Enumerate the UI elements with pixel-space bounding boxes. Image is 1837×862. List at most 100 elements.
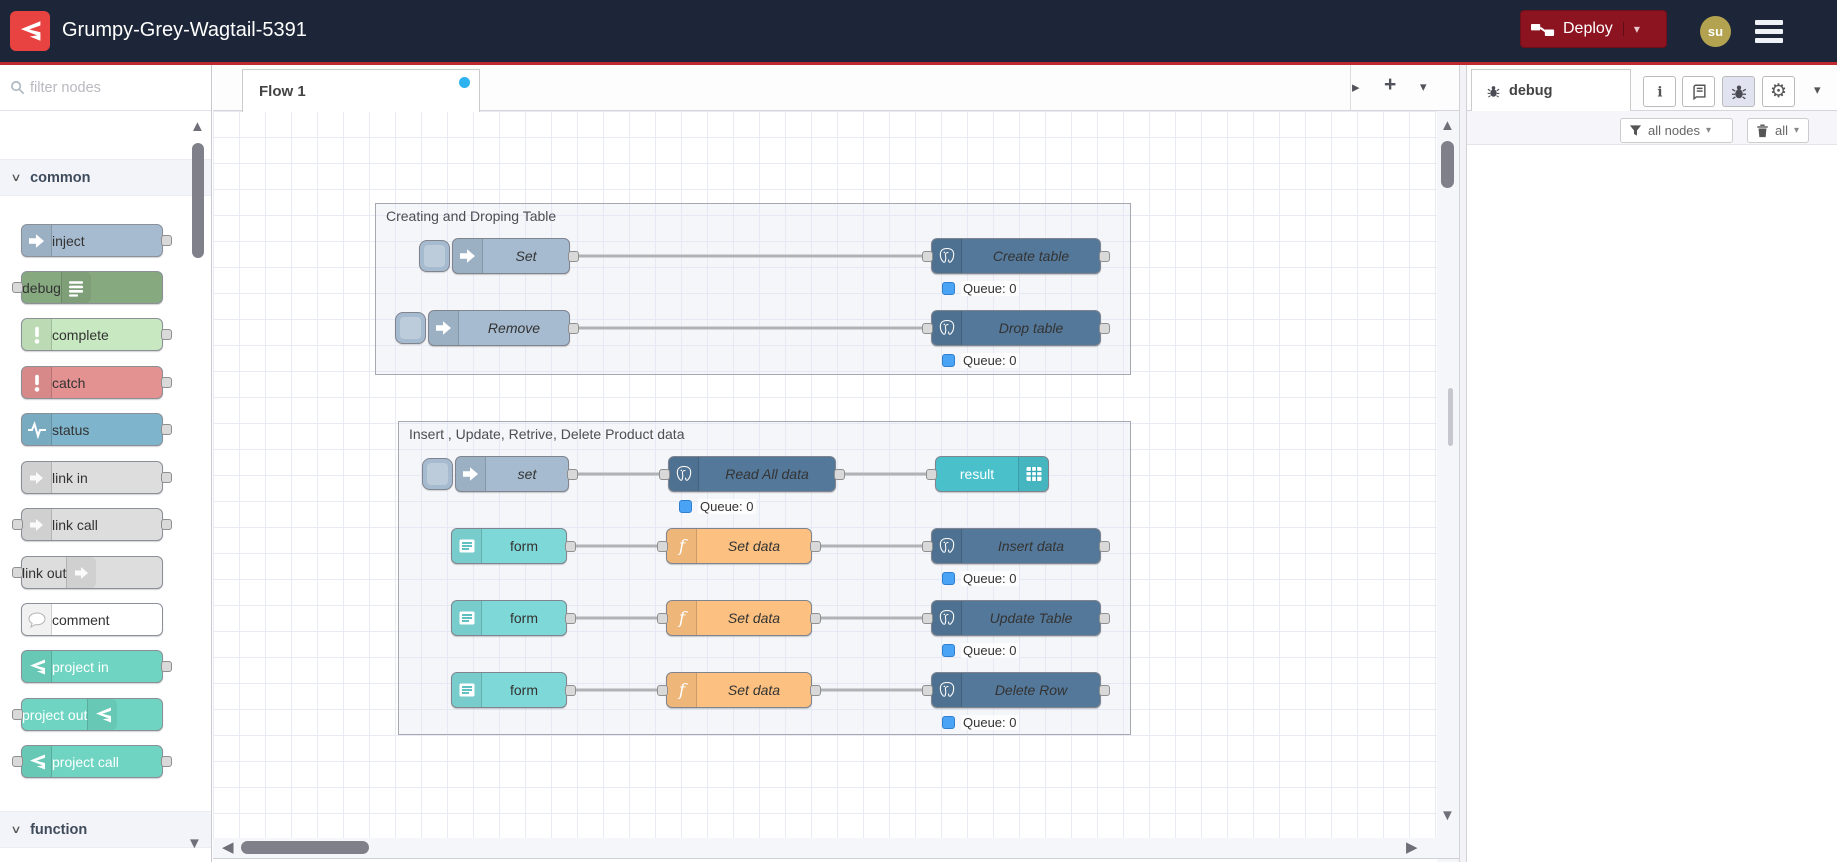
- flow-node-form[interactable]: form: [451, 672, 576, 708]
- output-port[interactable]: [161, 424, 172, 435]
- input-port[interactable]: [12, 709, 23, 720]
- input-port[interactable]: [12, 567, 23, 578]
- output-port[interactable]: [161, 329, 172, 340]
- output-port[interactable]: [161, 377, 172, 388]
- debug-messages-area[interactable]: [1467, 145, 1837, 862]
- flow-node-create-table[interactable]: Create table: [922, 238, 1110, 274]
- input-port[interactable]: [922, 685, 933, 696]
- palette-node-project-out[interactable]: project out: [12, 698, 163, 731]
- output-port[interactable]: [565, 541, 576, 552]
- debug-clear-button[interactable]: all ▾: [1747, 118, 1809, 143]
- palette-node-link-out[interactable]: link out: [12, 556, 163, 589]
- inject-button[interactable]: [422, 458, 453, 490]
- output-port[interactable]: [161, 661, 172, 672]
- output-port[interactable]: [810, 541, 821, 552]
- canvas-scroll-left-arrow[interactable]: ◀: [222, 839, 234, 856]
- user-avatar[interactable]: su: [1700, 16, 1731, 47]
- palette-node-status[interactable]: status: [21, 413, 172, 446]
- flow-node-remove[interactable]: Remove: [395, 310, 579, 346]
- output-port[interactable]: [810, 613, 821, 624]
- debug-panel-button[interactable]: [1722, 76, 1755, 107]
- palette-node-comment[interactable]: comment: [21, 603, 163, 636]
- input-port[interactable]: [922, 613, 933, 624]
- main-menu-button[interactable]: [1755, 20, 1783, 45]
- output-port[interactable]: [834, 469, 845, 480]
- palette-node-project-call[interactable]: project call: [12, 745, 172, 778]
- palette-node-debug[interactable]: debug: [12, 271, 163, 304]
- palette-scroll-down-arrow[interactable]: ▼: [187, 835, 202, 852]
- sidebar-resize-handle[interactable]: [1459, 65, 1467, 862]
- palette-filter-input[interactable]: [30, 73, 200, 103]
- palette-node-complete[interactable]: complete: [21, 318, 172, 351]
- input-port[interactable]: [12, 282, 23, 293]
- canvas-vscroll-thumb-secondary[interactable]: [1448, 388, 1453, 446]
- palette-scroll-thumb[interactable]: [192, 143, 204, 258]
- info-panel-button[interactable]: i: [1643, 76, 1676, 107]
- palette-scroll-up-arrow[interactable]: ▲: [190, 118, 205, 135]
- flow-list-caret[interactable]: ▾: [1420, 79, 1427, 94]
- palette-node-project-in[interactable]: project in: [21, 650, 172, 683]
- flow-node-drop-table[interactable]: Drop table: [922, 310, 1110, 346]
- canvas-vscroll-thumb[interactable]: [1441, 141, 1454, 188]
- output-port[interactable]: [161, 519, 172, 530]
- flow-node-set[interactable]: Set: [419, 238, 579, 274]
- flow-node-update-table[interactable]: Update Table: [922, 600, 1110, 636]
- output-port[interactable]: [161, 472, 172, 483]
- output-port[interactable]: [810, 685, 821, 696]
- output-port[interactable]: [567, 469, 578, 480]
- flow-node-form[interactable]: form: [451, 528, 576, 564]
- palette-category-common[interactable]: ∨common: [0, 159, 211, 196]
- input-port[interactable]: [657, 685, 668, 696]
- add-flow-button[interactable]: +: [1384, 73, 1397, 96]
- flow-node-insert-data[interactable]: Insert data: [922, 528, 1110, 564]
- inject-button[interactable]: [419, 240, 450, 272]
- output-port[interactable]: [1099, 685, 1110, 696]
- flow-node-result[interactable]: result: [926, 456, 1049, 492]
- canvas-scroll-right-arrow[interactable]: ▶: [1406, 839, 1418, 856]
- output-port[interactable]: [161, 235, 172, 246]
- tab-flow-1[interactable]: Flow 1: [242, 69, 480, 112]
- palette-node-link-call[interactable]: link call: [12, 508, 172, 541]
- canvas-hscroll-thumb[interactable]: [241, 841, 369, 854]
- inject-button[interactable]: [395, 312, 426, 344]
- output-port[interactable]: [161, 756, 172, 767]
- flow-node-set[interactable]: set: [422, 456, 578, 492]
- deploy-button[interactable]: Deploy ▾: [1520, 10, 1667, 48]
- flow-node-delete-row[interactable]: Delete Row: [922, 672, 1110, 708]
- output-port[interactable]: [1099, 323, 1110, 334]
- flow-node-form[interactable]: form: [451, 600, 576, 636]
- palette-node-link-in[interactable]: link in: [21, 461, 172, 494]
- input-port[interactable]: [922, 251, 933, 262]
- input-port[interactable]: [659, 469, 670, 480]
- help-panel-button[interactable]: [1682, 76, 1715, 107]
- output-port[interactable]: [1099, 251, 1110, 262]
- canvas-scroll-down-arrow[interactable]: ▼: [1440, 807, 1455, 824]
- output-port[interactable]: [1099, 613, 1110, 624]
- input-port[interactable]: [922, 541, 933, 552]
- input-port[interactable]: [922, 323, 933, 334]
- canvas-scroll-up-arrow[interactable]: ▲: [1440, 117, 1455, 134]
- tab-scroll-right-button[interactable]: ▸: [1352, 79, 1360, 96]
- flow-node-read-all-data[interactable]: Read All data: [659, 456, 845, 492]
- input-port[interactable]: [12, 519, 23, 530]
- deploy-dropdown-caret[interactable]: ▾: [1622, 22, 1642, 36]
- debug-filter-button[interactable]: all nodes ▾: [1620, 118, 1733, 143]
- palette-node-inject[interactable]: inject: [21, 224, 172, 257]
- config-panel-button[interactable]: ⚙: [1762, 76, 1795, 107]
- palette-category-function[interactable]: ∨function: [0, 811, 211, 848]
- output-port[interactable]: [1099, 541, 1110, 552]
- tab-debug[interactable]: debug: [1471, 69, 1631, 112]
- input-port[interactable]: [657, 613, 668, 624]
- output-port[interactable]: [565, 685, 576, 696]
- sidebar-menu-caret[interactable]: ▾: [1814, 82, 1821, 97]
- output-port[interactable]: [568, 323, 579, 334]
- input-port[interactable]: [657, 541, 668, 552]
- output-port[interactable]: [565, 613, 576, 624]
- palette-node-catch[interactable]: catch: [21, 366, 172, 399]
- input-port[interactable]: [926, 469, 937, 480]
- input-port[interactable]: [12, 756, 23, 767]
- output-port[interactable]: [568, 251, 579, 262]
